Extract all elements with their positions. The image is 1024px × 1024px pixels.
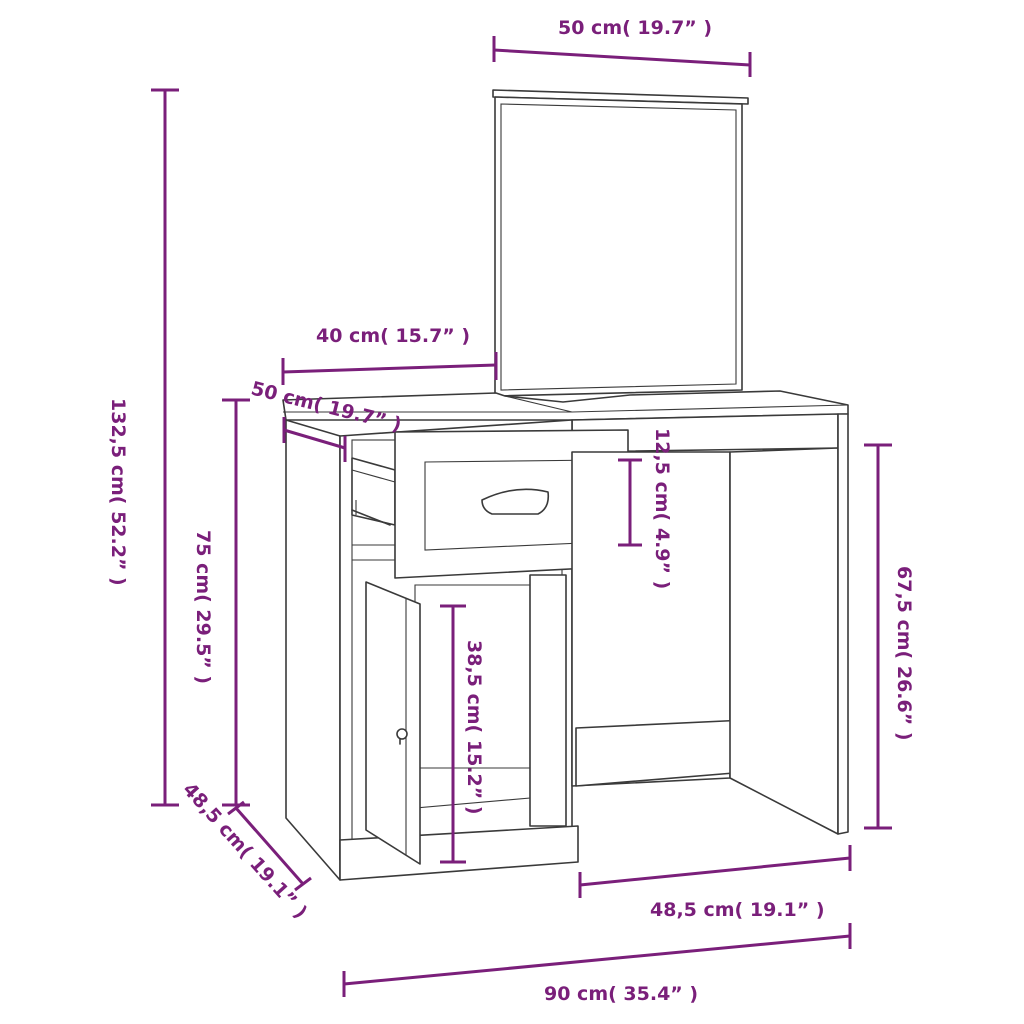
knee-height-label: 67,5 cm( 26.6” ) — [893, 566, 915, 741]
total-height-label: 132,5 cm( 52.2” ) — [107, 398, 129, 586]
total-width-label: 90 cm( 35.4” ) — [544, 983, 698, 1005]
cabinet-door — [365, 581, 421, 865]
table-height-label: 75 cm( 29.5” ) — [192, 530, 214, 684]
mirror — [492, 89, 749, 397]
dressing-table-drawing — [282, 89, 849, 881]
mirror-width-label: 50 cm( 19.7” ) — [558, 17, 712, 39]
door-knob-icon — [396, 728, 408, 740]
right-leg — [571, 413, 849, 835]
door-height-label: 38,5 cm( 15.2” ) — [463, 640, 485, 815]
dimension-lines — [151, 36, 892, 997]
drawer — [351, 429, 629, 579]
knee-width-label: 48,5 cm( 19.1” ) — [650, 899, 825, 921]
drawer-handle-icon — [481, 488, 550, 515]
table-top — [282, 390, 849, 421]
drawer-height-label: 12,5 cm( 4.9” ) — [651, 428, 673, 589]
top-depth-label: 40 cm( 15.7” ) — [316, 325, 470, 347]
